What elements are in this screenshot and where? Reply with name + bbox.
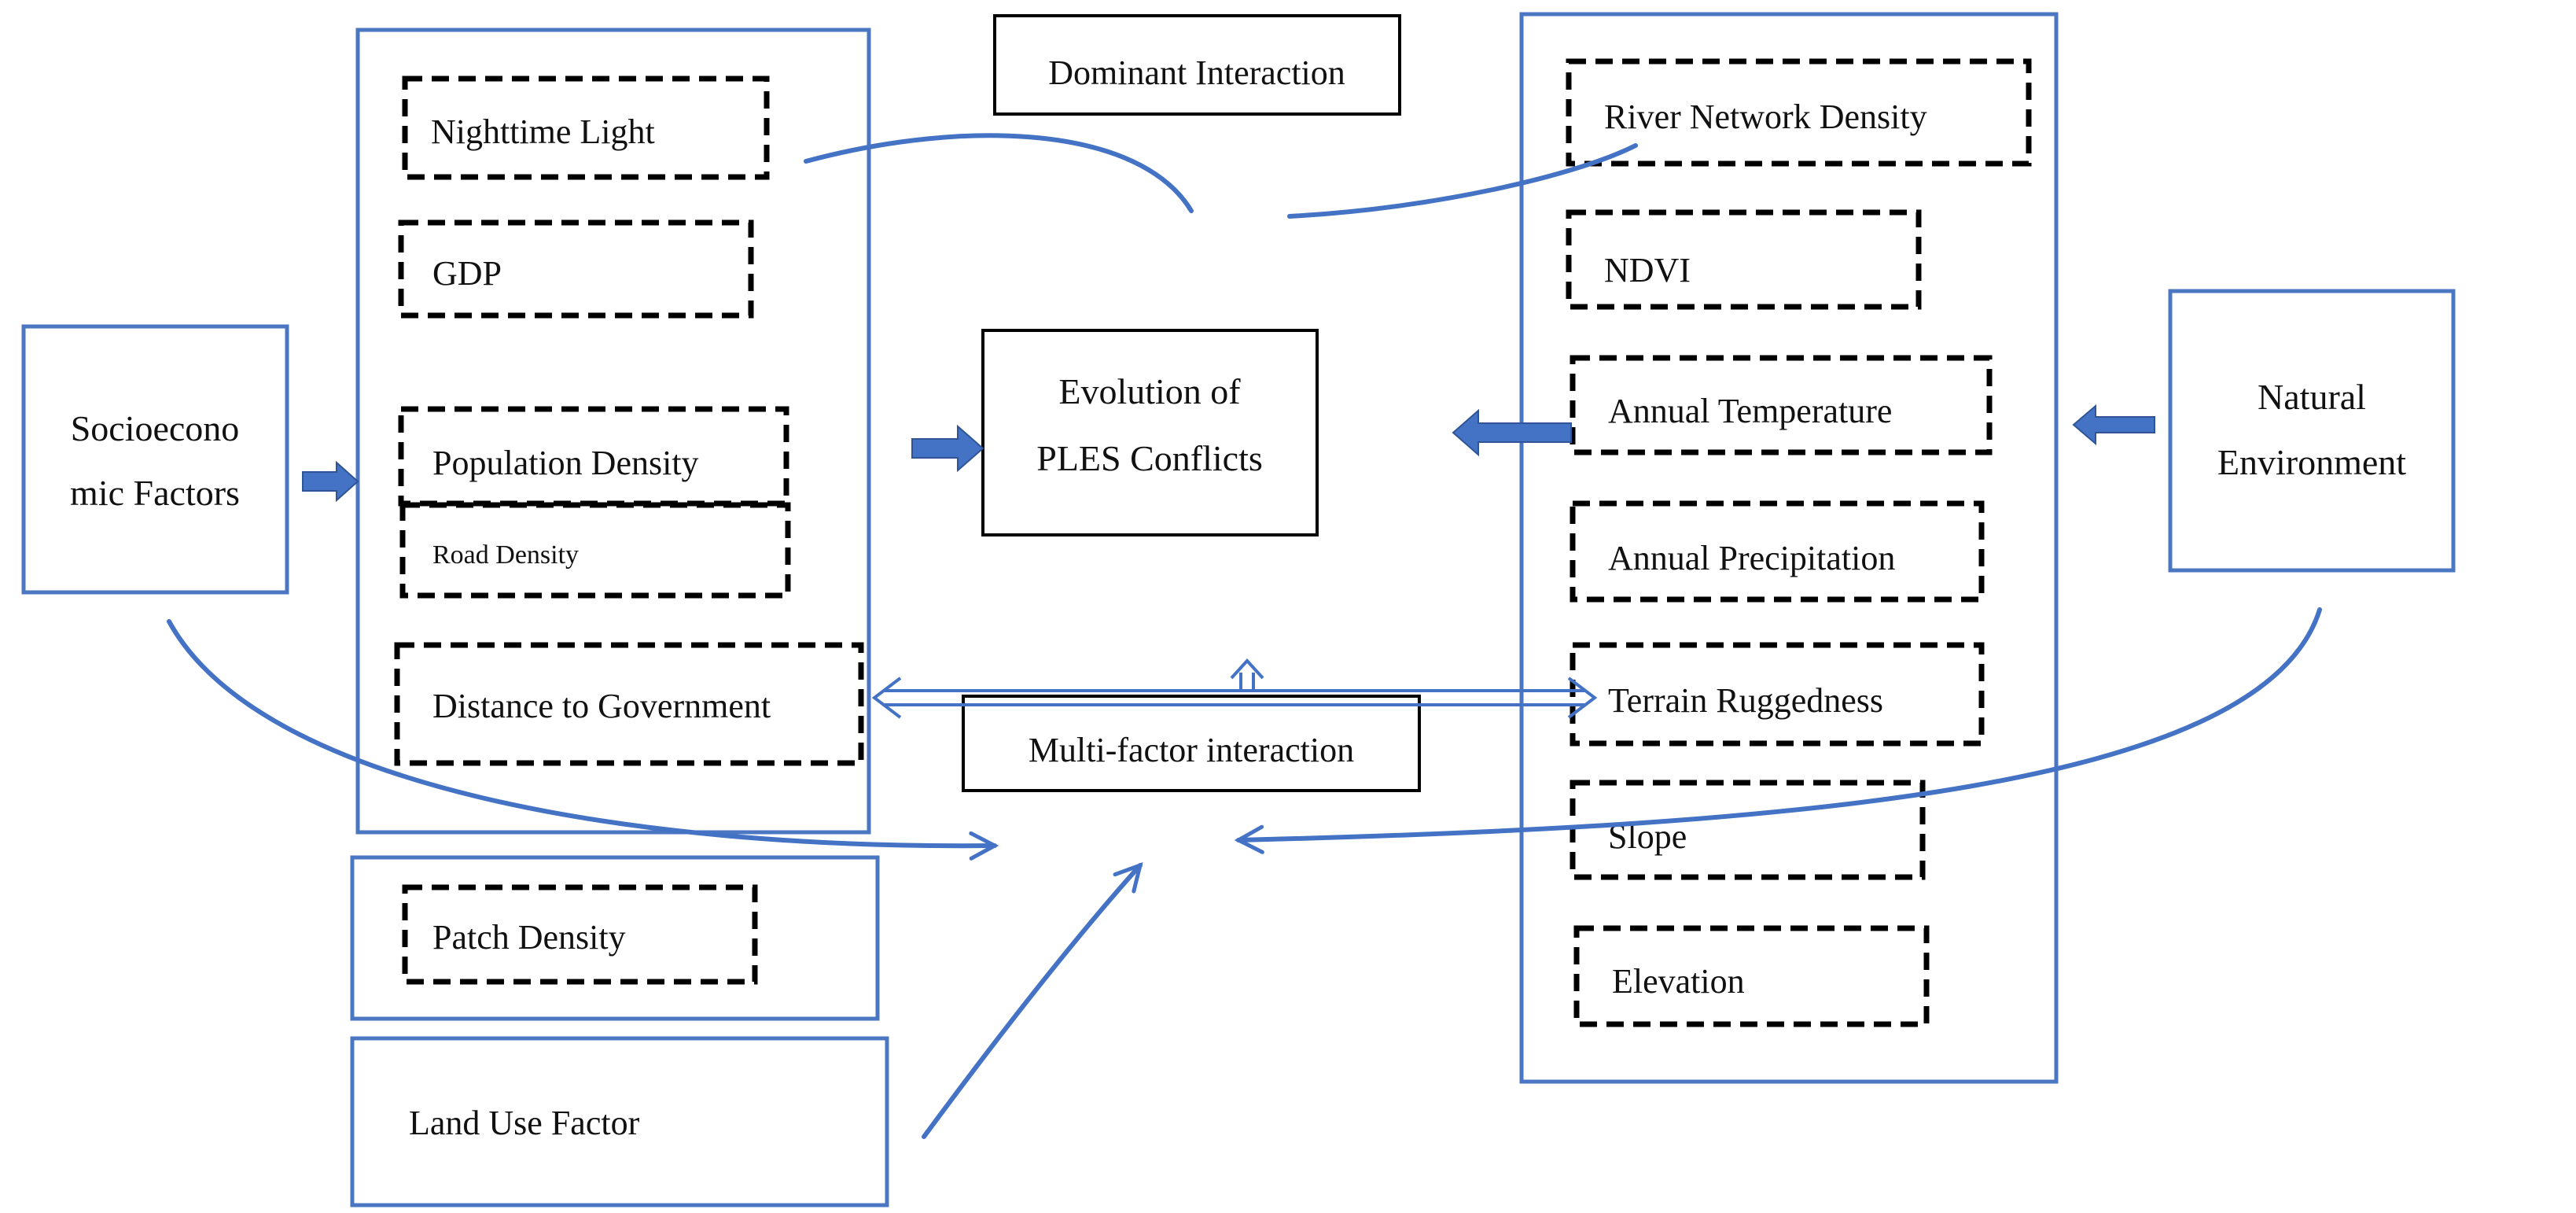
dominant-interaction-label: Dominant Interaction: [1048, 53, 1345, 92]
factor-box-river-network-density: [1566, 58, 2032, 167]
socioeconomic-label-line2: mic Factors: [70, 473, 240, 513]
factor-label-distance-to-government: Distance to Government: [432, 687, 771, 725]
factor-box-gdp: [398, 219, 754, 319]
factor-box-nighttime-light: [402, 76, 770, 180]
multi-factor-interaction-label: Multi-factor interaction: [1029, 731, 1354, 769]
block-arrow-frame-to-evolution: [911, 424, 984, 473]
arc-nighttime-light-to-dominant: [804, 133, 1194, 213]
factor-box-annual-temperature: [1570, 355, 1993, 455]
factor-label-road-density: Road Density: [432, 540, 579, 570]
land-use-factor-label: Land Use Factor: [409, 1104, 640, 1142]
land-use-label-frame: [350, 1036, 889, 1207]
block-arrow-socioeconomic-to-frame: [302, 460, 359, 503]
factor-box-ndvi: [1566, 209, 1922, 310]
factor-box-distance-to-government: [394, 642, 864, 766]
curve-land-use-to-multifactor: [922, 862, 1143, 1139]
natural-factors-frame: [1519, 12, 2059, 1084]
factor-box-terrain-ruggedness: [1570, 642, 1985, 747]
factor-label-gdp: GDP: [432, 254, 502, 293]
socioeconomic-factors-frame: [355, 28, 871, 835]
evolution-ples-conflicts-box: [981, 329, 1319, 536]
factor-box-road-density: [399, 502, 791, 599]
factor-label-elevation: Elevation: [1612, 962, 1745, 1001]
evolution-label-line1: Evolution of: [1058, 371, 1241, 411]
factor-label-ndvi: NDVI: [1604, 251, 1691, 289]
factor-box-slope: [1570, 780, 1926, 880]
natural-label-line1: Natural: [2258, 377, 2366, 417]
natural-label-line2: Environment: [2217, 442, 2406, 482]
factor-label-patch-density: Patch Density: [432, 918, 626, 957]
block-arrow-natural-to-evolution: [1452, 408, 1572, 457]
dominant-interaction-box: [993, 14, 1401, 116]
multi-factor-interaction-box: [962, 695, 1421, 792]
factor-label-river-network-density: River Network Density: [1604, 98, 1927, 136]
factor-box-elevation: [1573, 925, 1930, 1027]
curve-environment-to-multifactor: [1234, 607, 2322, 854]
factor-label-nighttime-light: Nighttime Light: [431, 112, 655, 151]
curve-socioeconomic-to-multifactor: [167, 619, 999, 861]
factor-box-patch-density: [402, 884, 758, 985]
double-arrow-between-frames: [871, 658, 1598, 719]
natural-label-frame: [2168, 289, 2456, 573]
socioeconomic-label-line1: Socioecono: [71, 408, 240, 448]
factor-label-annual-precipitation: Annual Precipitation: [1608, 539, 1895, 577]
arc-river-network-to-dominant: [1287, 143, 1638, 219]
land-use-factor-frame: [350, 855, 880, 1021]
block-arrow-environment-to-frame: [2072, 404, 2155, 446]
factor-label-population-density: Population Density: [432, 444, 699, 482]
factor-label-terrain-ruggedness: Terrain Ruggedness: [1608, 681, 1883, 720]
factor-label-annual-temperature: Annual Temperature: [1608, 392, 1892, 430]
socioeconomic-label-frame: [21, 324, 289, 595]
evolution-label-line2: PLES Conflicts: [1036, 438, 1263, 478]
factor-box-annual-precipitation: [1570, 500, 1985, 603]
